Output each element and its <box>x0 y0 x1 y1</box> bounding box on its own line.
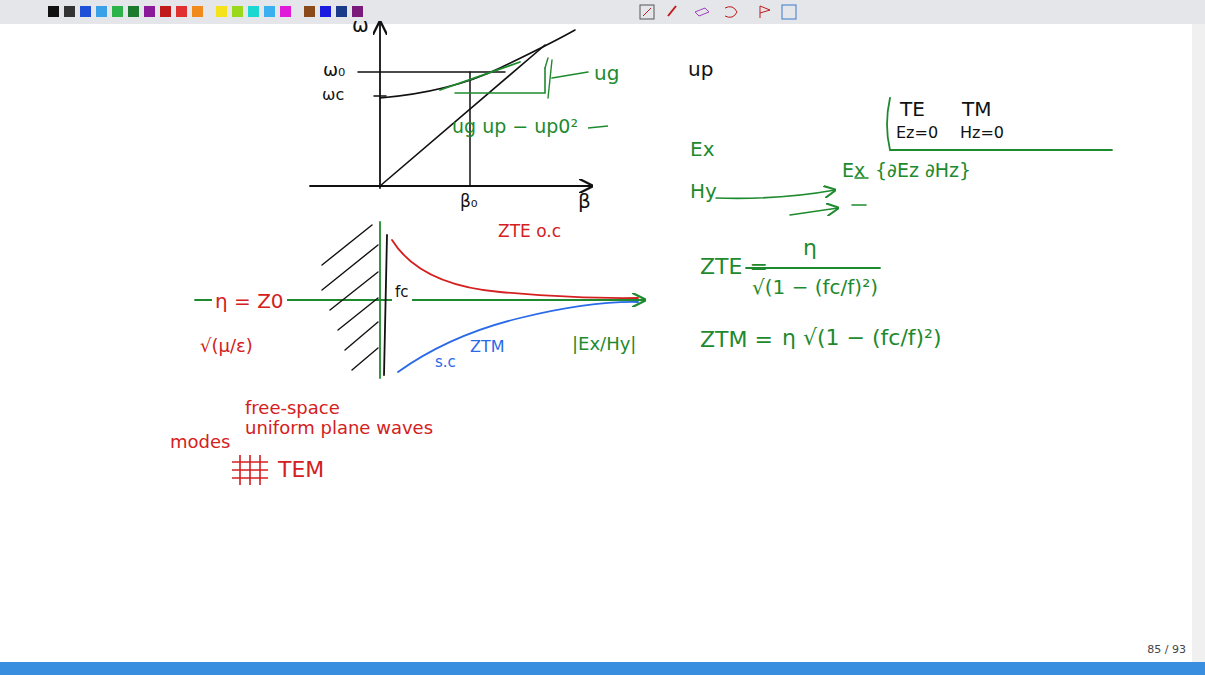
velocity-relation: ug up − up0² <box>452 116 578 137</box>
dispersion-graph <box>310 22 592 188</box>
scrollbar <box>1192 24 1205 662</box>
field-label: Hy <box>690 180 717 202</box>
velocity-label: ug <box>594 62 619 84</box>
impedance-graph <box>195 222 645 378</box>
plane-wave-symbol <box>232 455 268 485</box>
mode-name: TEM <box>278 458 324 482</box>
curve-label: ZTE o.c <box>498 222 561 241</box>
tick-label: β₀ <box>460 192 478 211</box>
field-sketch <box>716 98 1112 268</box>
cutoff-label: fc <box>392 284 412 301</box>
axis-label: β <box>578 190 591 212</box>
velocity-label: up <box>688 58 713 80</box>
mode-condition: Ez=0 <box>896 124 938 142</box>
curve-label: ZTM <box>470 338 505 356</box>
impedance-label: η = Z0 <box>212 290 287 312</box>
tick-label: ω₀ <box>323 60 345 80</box>
page-number: 85 / 93 <box>1147 644 1186 656</box>
derivative-set: {∂Ez ∂Hz} <box>875 160 971 181</box>
mode-name: TE <box>900 98 925 120</box>
note: modes <box>170 432 230 452</box>
field-label: Ex <box>690 138 714 160</box>
note: uniform plane waves <box>245 418 433 438</box>
dash-mark <box>588 126 608 128</box>
mode-name: TM <box>962 98 991 120</box>
equation: √(1 − (fc/f)²) <box>752 276 878 298</box>
tick-label: ωc <box>322 86 344 104</box>
mode-condition: Hz=0 <box>960 124 1004 142</box>
equation: η √(1 − (fc/f)²) <box>782 326 942 350</box>
curve-label: s.c <box>435 354 456 371</box>
impedance-label: √(μ/ε) <box>200 336 253 356</box>
axis-label: ω <box>352 14 369 36</box>
toolbar <box>0 0 1205 24</box>
axis-label: |Ex/Hy| <box>572 334 636 354</box>
equation: η <box>803 236 817 260</box>
color-palette <box>48 6 363 17</box>
field-label: Ex <box>842 160 865 181</box>
note: free-space <box>245 398 340 418</box>
tool-icons <box>640 5 796 19</box>
equation: ZTM = <box>700 328 773 352</box>
status-bar <box>0 662 1205 675</box>
